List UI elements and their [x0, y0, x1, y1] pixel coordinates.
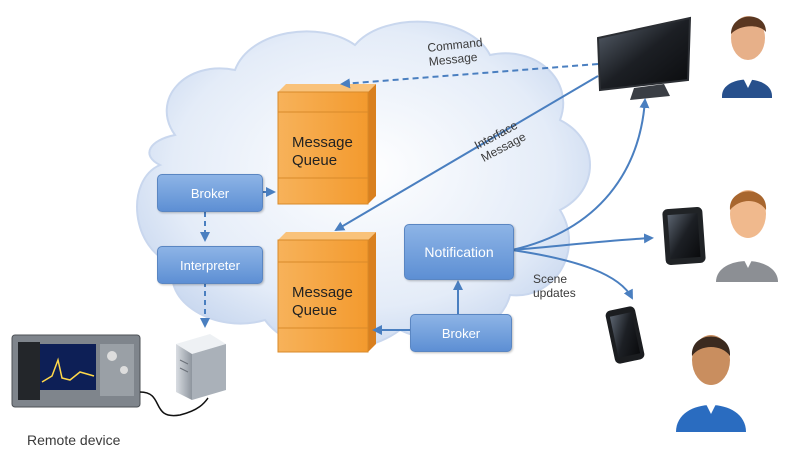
broker-top-node: Broker — [157, 174, 263, 212]
message-queue-top-label: Message Queue — [292, 134, 353, 169]
interpreter-node: Interpreter — [157, 246, 263, 284]
command-message-label: Command Message — [426, 35, 484, 69]
user-icon — [676, 335, 746, 432]
smartphone-icon — [605, 306, 645, 364]
monitor-icon — [596, 16, 692, 100]
notification-node: Notification — [404, 224, 514, 280]
scene-updates-label: Scene updates — [533, 272, 576, 300]
message-queue-bottom-label: Message Queue — [292, 284, 353, 319]
remote-device-label: Remote device — [27, 432, 121, 448]
user-icon — [716, 190, 778, 282]
flow-arrows — [200, 63, 654, 335]
broker-bottom-node: Broker — [410, 314, 512, 352]
user-icon — [722, 16, 772, 98]
message-queue-bottom — [277, 232, 376, 353]
server-icon — [176, 334, 226, 400]
message-queue-top — [277, 84, 376, 205]
remote-device-instrument — [11, 334, 209, 417]
tablet-icon — [662, 207, 706, 265]
